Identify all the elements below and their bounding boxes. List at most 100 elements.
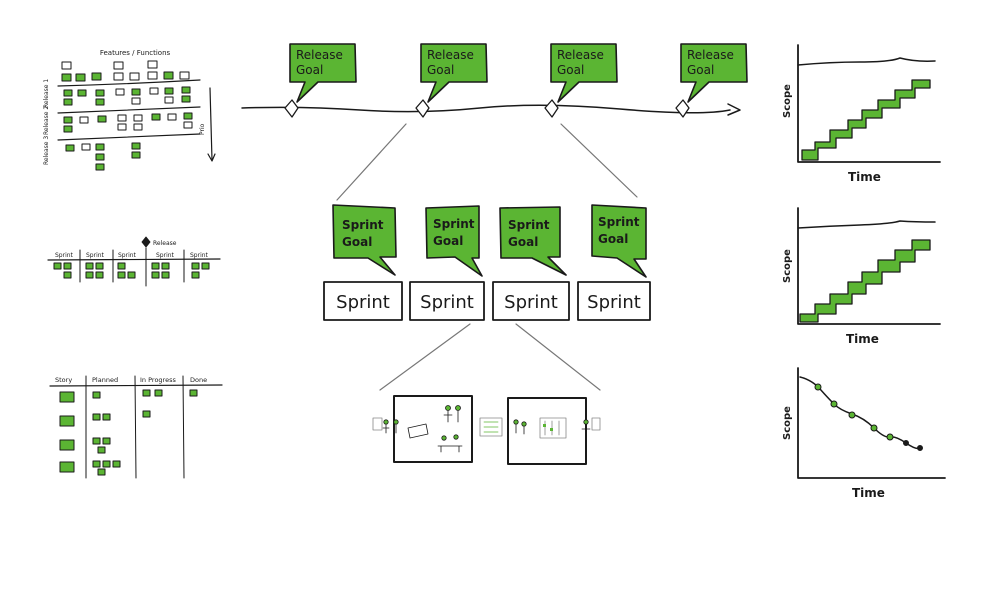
scope-line <box>797 57 936 66</box>
chart-ylabel: Scope <box>782 249 793 283</box>
burnup-chart-release: Scope Time <box>782 44 941 184</box>
feature-card <box>63 125 73 133</box>
sprint-goal-label: Sprint <box>508 218 550 232</box>
release-goal-label: Goal <box>557 63 584 77</box>
feature-card <box>79 116 89 124</box>
release-goal-bubble <box>680 43 748 103</box>
burndown-point <box>814 383 822 391</box>
feature-card <box>129 72 140 81</box>
burndown-chart: Scope Time <box>782 367 946 500</box>
feature-card <box>131 88 141 96</box>
release-goal-label: Release <box>296 48 343 62</box>
chart-ylabel: Scope <box>782 406 793 440</box>
chart-ylabel: Scope <box>782 84 793 118</box>
sprints <box>323 281 651 321</box>
feature-card <box>115 88 125 96</box>
scope-line <box>797 220 936 229</box>
sprint-goal-label: Sprint <box>598 215 640 229</box>
release-goal-label: Goal <box>687 63 714 77</box>
prio-arrow <box>209 87 213 161</box>
sprint-goal-label: Goal <box>342 235 372 249</box>
sprint-goal-label: Goal <box>598 232 628 246</box>
burndown-point <box>870 424 878 432</box>
taskboard-column-header: In Progress <box>140 376 176 384</box>
feature-card <box>151 113 161 121</box>
feature-card <box>147 60 158 69</box>
feature-card <box>91 72 102 81</box>
feature-card <box>63 98 73 106</box>
feature-card <box>183 112 193 120</box>
connector-line <box>379 323 471 391</box>
feature-card <box>183 121 193 129</box>
sprint-goal-label: Sprint <box>342 218 384 232</box>
release-plan: Release Sprint Sprint Sprint Sprint Spri… <box>47 236 221 287</box>
feature-card <box>147 71 158 80</box>
feature-card <box>81 143 91 151</box>
sprint-goals <box>332 204 647 278</box>
sprint-goal-bubble <box>332 204 397 276</box>
release-goal-label: Release <box>427 48 474 62</box>
prio-label: Prio <box>199 123 206 135</box>
release-goal-label: Release <box>557 48 604 62</box>
workspace-frame <box>393 395 473 463</box>
release-label: Release 3 <box>43 136 50 165</box>
taskboard: Story Planned In Progress Done <box>49 375 223 479</box>
feature-card <box>131 97 141 105</box>
feature-card <box>95 143 105 151</box>
burndown-point <box>917 445 923 451</box>
chart-axes <box>797 207 941 325</box>
sprint-label: Sprint <box>587 292 641 313</box>
sprint-goal-bubble <box>425 205 483 277</box>
feature-card <box>77 89 87 97</box>
burndown-point <box>886 433 894 441</box>
feature-card <box>164 96 174 104</box>
release-divider <box>57 79 201 87</box>
feature-card <box>133 123 143 131</box>
feature-card <box>163 71 174 80</box>
connector-line <box>560 123 638 198</box>
sprint-box <box>323 281 403 321</box>
feature-card <box>61 61 72 70</box>
release-label: Release 1 <box>43 79 50 108</box>
connector-line <box>336 123 407 201</box>
sprint-column-header: Sprint <box>190 252 209 259</box>
feature-card <box>95 98 105 106</box>
workspace-frame <box>507 397 587 465</box>
feature-card <box>95 163 105 171</box>
connector-line <box>515 323 601 391</box>
sprint-goal-bubble <box>499 206 567 276</box>
feature-card <box>97 115 107 123</box>
burnup-area <box>799 239 931 323</box>
feature-card <box>95 89 105 97</box>
feature-card <box>149 87 159 95</box>
burndown-point <box>903 440 909 446</box>
chart-axes <box>797 367 946 479</box>
release-diamond-icon <box>544 99 559 118</box>
feature-card <box>131 151 141 159</box>
feature-roadmap: Features / Functions Release 1 Release 2… <box>43 49 216 171</box>
feature-card <box>133 114 143 122</box>
feature-card <box>75 73 86 82</box>
daily-work <box>372 395 601 465</box>
feature-card <box>95 153 105 161</box>
release-goal-label: Goal <box>296 63 323 77</box>
feature-card <box>179 71 190 80</box>
release-diamond-icon <box>415 99 430 118</box>
feature-card <box>167 113 177 121</box>
sprint-column-header: Sprint <box>156 252 175 259</box>
feature-card <box>63 116 73 124</box>
sprint-goal-bubble <box>591 204 647 278</box>
chart-axes <box>797 44 941 163</box>
release-goal-bubble <box>289 43 357 103</box>
sprint-box <box>492 281 570 321</box>
release-goal-bubble <box>550 43 618 103</box>
release-diamond-icon <box>284 99 299 118</box>
chart-xlabel: Time <box>852 486 885 500</box>
burnup-chart-sprint: Scope Time <box>782 207 941 346</box>
feature-card <box>131 142 141 150</box>
sprint-goal-label: Goal <box>433 234 463 248</box>
feature-card <box>65 144 75 152</box>
team-scene-icon <box>372 405 601 453</box>
sprint-goal-label: Sprint <box>433 217 475 231</box>
